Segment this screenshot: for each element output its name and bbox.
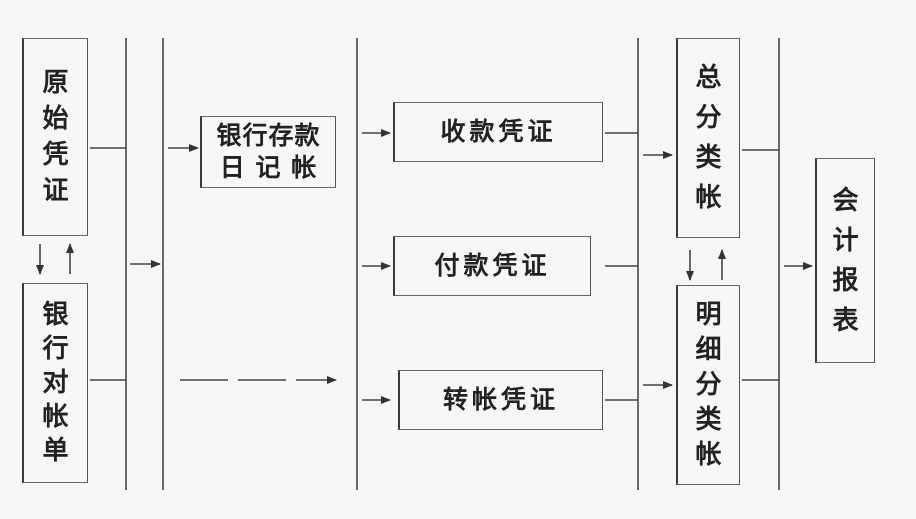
vertical-char: 会 xyxy=(832,185,859,216)
vertical-char: 始 xyxy=(42,104,69,134)
vertical-char: 类 xyxy=(695,404,722,435)
payment-voucher-label: 付款凭证 xyxy=(434,251,551,280)
bank-statement-label: 银行对帐单 xyxy=(42,298,68,468)
general-ledger-label: 总分类帐 xyxy=(695,58,721,218)
vertical-char: 银 xyxy=(42,300,69,330)
vertical-char: 类 xyxy=(695,143,722,173)
financial-report-label: 会计报表 xyxy=(832,181,858,341)
bank-journal-line2: 日 记 帐 xyxy=(219,153,318,182)
receipt-voucher-box: 收款凭证 xyxy=(393,102,603,162)
bank-journal-box: 银行存款 日 记 帐 xyxy=(200,116,336,188)
subsidiary-ledger-label: 明细分类帐 xyxy=(695,298,721,473)
subsidiary-ledger-box: 明细分类帐 xyxy=(676,285,740,485)
vertical-char: 单 xyxy=(42,436,69,466)
vertical-char: 行 xyxy=(42,334,69,364)
vertical-char: 分 xyxy=(695,103,722,133)
original-voucher-label: 原始凭证 xyxy=(42,65,68,209)
vertical-char: 表 xyxy=(832,305,859,336)
general-ledger-box: 总分类帐 xyxy=(676,38,740,238)
transfer-voucher-box: 转帐凭证 xyxy=(398,370,603,430)
original-voucher-box: 原始凭证 xyxy=(22,38,88,236)
vertical-char: 报 xyxy=(832,265,859,296)
vertical-char: 细 xyxy=(695,334,722,365)
vertical-char: 凭 xyxy=(42,140,69,170)
financial-report-box: 会计报表 xyxy=(815,158,875,363)
transfer-voucher-label: 转帐凭证 xyxy=(442,385,559,414)
vertical-char: 计 xyxy=(832,225,859,256)
vertical-char: 帐 xyxy=(695,439,722,470)
vertical-char: 证 xyxy=(42,176,69,206)
vertical-char: 对 xyxy=(42,368,69,398)
bank-journal-line1: 银行存款 xyxy=(216,121,321,150)
vertical-char: 帐 xyxy=(695,183,722,213)
receipt-voucher-label: 收款凭证 xyxy=(440,117,557,146)
vertical-char: 明 xyxy=(695,299,722,330)
vertical-char: 总 xyxy=(695,63,722,93)
bank-statement-box: 银行对帐单 xyxy=(22,283,88,483)
vertical-char: 分 xyxy=(695,369,722,400)
vertical-char: 原 xyxy=(42,68,69,98)
payment-voucher-box: 付款凭证 xyxy=(393,236,591,296)
vertical-char: 帐 xyxy=(42,402,69,432)
